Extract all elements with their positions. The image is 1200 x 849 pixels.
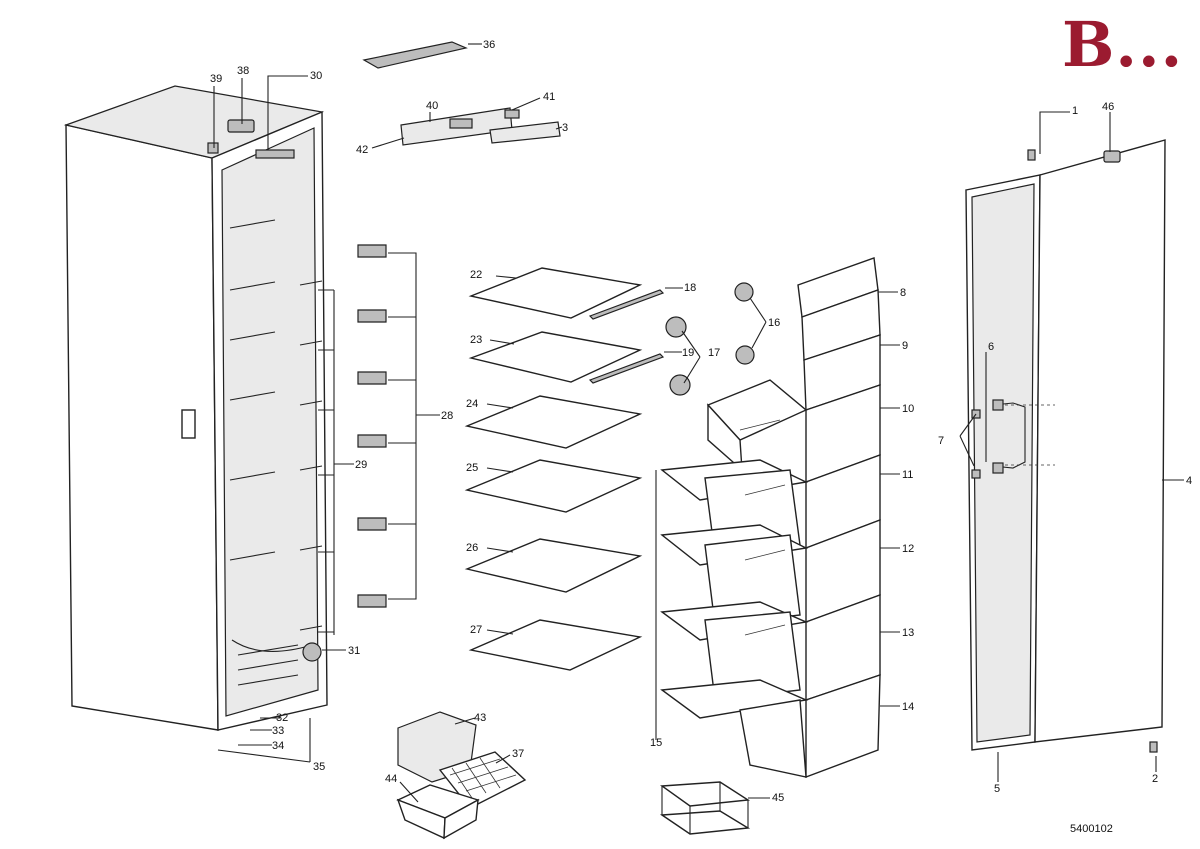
label-15: 15	[650, 737, 662, 749]
drawer-stack	[660, 257, 881, 779]
label-46: 46	[1102, 101, 1114, 113]
label-19: 19	[682, 347, 694, 359]
label-38: 38	[237, 65, 249, 77]
label-11: 11	[902, 469, 913, 481]
label-42: 42	[356, 144, 368, 156]
label-16: 16	[768, 317, 780, 329]
round-parts	[665, 282, 755, 396]
label-10: 10	[902, 403, 914, 415]
label-22: 22	[470, 269, 482, 281]
leader-lines	[213, 43, 1184, 803]
label-4: 4	[1186, 475, 1192, 487]
label-36: 36	[483, 39, 495, 51]
label-8: 8	[900, 287, 906, 299]
label-5: 5	[994, 783, 1000, 795]
label-45: 45	[772, 792, 784, 804]
label-13: 13	[902, 627, 914, 639]
label-37: 37	[512, 748, 524, 760]
label-31: 31	[348, 645, 360, 657]
label-26: 26	[466, 542, 478, 554]
label-41: 41	[543, 91, 555, 103]
label-18: 18	[684, 282, 696, 294]
label-1: 1	[1072, 105, 1078, 117]
label-7: 7	[938, 435, 944, 447]
label-28: 28	[441, 410, 453, 422]
label-29: 29	[355, 459, 367, 471]
label-40: 40	[426, 100, 438, 112]
label-27: 27	[470, 624, 482, 636]
label-3: 3	[562, 122, 568, 134]
label-43: 43	[474, 712, 486, 724]
label-44: 44	[385, 773, 397, 785]
ice-parts	[396, 711, 527, 840]
label-23: 23	[470, 334, 482, 346]
diagram-code: 5400102	[1070, 823, 1113, 835]
part-45	[659, 781, 751, 835]
cabinet	[63, 85, 328, 731]
label-33: 33	[272, 725, 284, 737]
label-24: 24	[466, 398, 478, 410]
part-labels: 39 38 30 36 40 41 3 42 28 29 31 32 33 34…	[210, 39, 1192, 835]
glass-shelves	[464, 267, 665, 671]
label-39: 39	[210, 73, 222, 85]
label-9: 9	[902, 340, 908, 352]
label-30: 30	[310, 70, 322, 82]
label-32: 32	[276, 712, 288, 724]
label-2: 2	[1152, 773, 1158, 785]
label-25: 25	[466, 462, 478, 474]
label-35: 35	[313, 761, 325, 773]
top-parts	[362, 41, 561, 146]
label-12: 12	[902, 543, 914, 555]
label-14: 14	[902, 701, 914, 713]
brand-logo: B...	[1062, 8, 1184, 81]
door	[965, 139, 1166, 753]
label-17: 17	[708, 347, 720, 359]
label-34: 34	[272, 740, 284, 752]
label-6: 6	[988, 341, 994, 353]
shelf-supports	[357, 244, 387, 608]
